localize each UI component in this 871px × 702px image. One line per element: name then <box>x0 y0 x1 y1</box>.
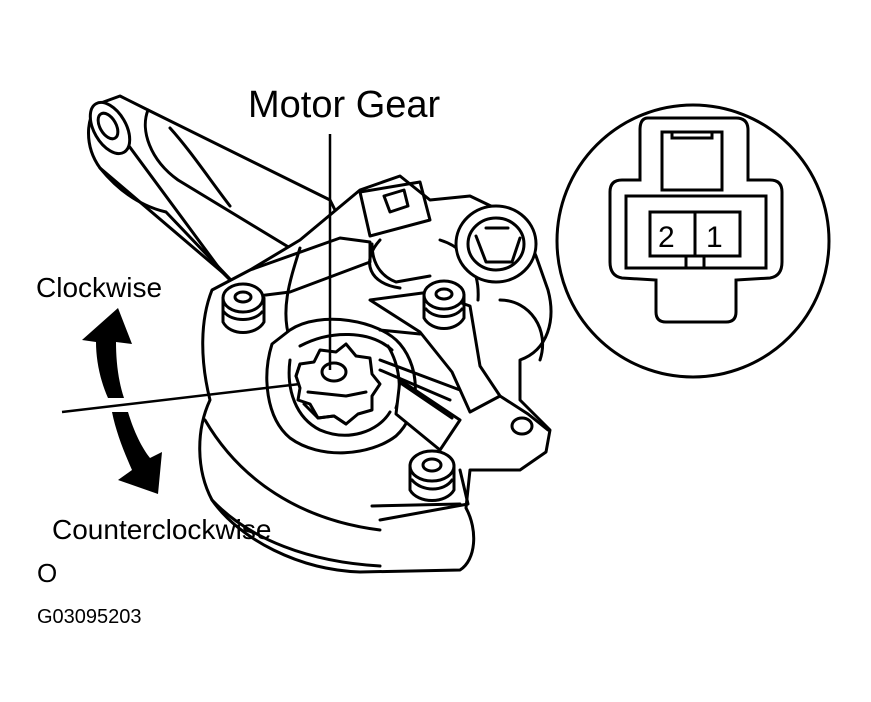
leader-lines <box>61 134 332 414</box>
bolt-left <box>221 282 266 334</box>
pin-label-2: 2 <box>658 221 675 254</box>
connector-inset: 2 1 <box>555 103 831 379</box>
motor-gear-label: Motor Gear <box>248 84 441 126</box>
clockwise-label: Clockwise <box>36 272 163 303</box>
motor-gear <box>294 342 382 426</box>
mount-bolts <box>221 279 466 502</box>
counterclockwise-label: Counterclockwise <box>52 514 272 545</box>
gear-pointer-line <box>61 382 301 414</box>
counterclockwise-arrow-icon <box>112 412 162 494</box>
bolt-right <box>422 279 466 330</box>
clockwise-arrow-icon <box>82 308 132 398</box>
pin-label-1: 1 <box>706 221 723 254</box>
figure-code: G03095203 <box>37 606 142 628</box>
rotation-arrows <box>82 308 162 494</box>
bolt-bottom <box>408 449 456 502</box>
status-value: O <box>37 558 58 588</box>
